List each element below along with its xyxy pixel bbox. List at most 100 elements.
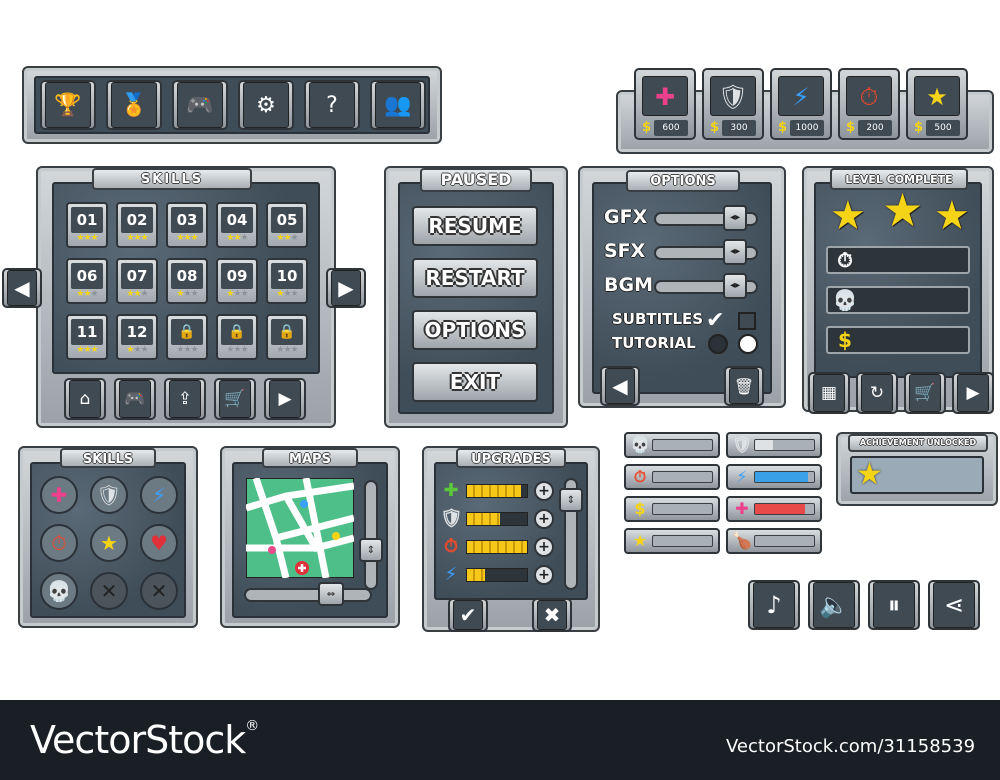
level-locked[interactable]: 🔒★★★ bbox=[166, 314, 208, 360]
option-slider-knob[interactable]: ◂▸ bbox=[723, 205, 748, 231]
level-04[interactable]: 04★★★ bbox=[216, 202, 258, 248]
share-button[interactable]: ⋖ bbox=[928, 580, 980, 630]
level-locked[interactable]: 🔒★★★ bbox=[216, 314, 258, 360]
restart-icon: ↻ bbox=[861, 374, 893, 412]
upgrades-scroll-knob[interactable]: ⇕ bbox=[559, 488, 583, 512]
shop-item-lightning[interactable]: ⚡$1000 bbox=[770, 68, 832, 140]
skill-stopwatch-button[interactable]: ⏱ bbox=[40, 524, 78, 562]
star-icon: ★ bbox=[276, 345, 284, 355]
options-trash-button[interactable]: 🗑 bbox=[724, 366, 764, 406]
star-icon: ★ bbox=[283, 345, 291, 355]
subtitles-checkbox[interactable] bbox=[738, 312, 756, 330]
toolbar-gamepad-button[interactable]: 🎮 bbox=[172, 80, 228, 130]
star-icon: ★ bbox=[240, 289, 249, 299]
level-11[interactable]: 11★★★ bbox=[66, 314, 108, 360]
level-03[interactable]: 03★★★ bbox=[166, 202, 208, 248]
skills-footer-gamepad-button[interactable]: 🎮 bbox=[114, 378, 156, 420]
level-05[interactable]: 05★★★ bbox=[266, 202, 308, 248]
watermark-bar: VectorStock® VectorStock.com/31158539 bbox=[0, 700, 1000, 780]
level-stars: ★★★ bbox=[270, 233, 304, 244]
paused-restart-button[interactable]: RESTART bbox=[412, 258, 538, 298]
level-complete-play-button[interactable]: ▶ bbox=[952, 372, 994, 414]
paused-options-button[interactable]: OPTIONS bbox=[412, 310, 538, 350]
shop-item-stopwatch[interactable]: ⏱$200 bbox=[838, 68, 900, 140]
skill-shield-button[interactable]: 🛡 bbox=[90, 476, 128, 514]
skill-star-button[interactable]: ★ bbox=[90, 524, 128, 562]
upgrade-plus-button[interactable]: + bbox=[534, 481, 554, 501]
toolbar-award-button[interactable]: 🏅 bbox=[106, 80, 162, 130]
star-icon: ★ bbox=[934, 193, 970, 239]
level-complete-restart-button[interactable]: ↻ bbox=[856, 372, 898, 414]
cart-icon: 🛒 bbox=[909, 374, 941, 412]
skill-lightning-button[interactable]: ⚡ bbox=[140, 476, 178, 514]
skills-arrow-left[interactable]: ◀ bbox=[2, 268, 42, 308]
star-icon: ★ bbox=[183, 289, 191, 299]
map-view[interactable] bbox=[246, 478, 354, 578]
star-icon: ★ bbox=[126, 345, 134, 355]
toolbar-trophy-button[interactable]: 🏆 bbox=[40, 80, 96, 130]
upgrades-cancel-button[interactable]: ✖ bbox=[532, 598, 572, 632]
tutorial-radio-off[interactable] bbox=[708, 334, 728, 354]
shop-item-health-plus[interactable]: ✚$600 bbox=[634, 68, 696, 140]
upgrade-plus-button[interactable]: + bbox=[534, 509, 554, 529]
level-12[interactable]: 12★★★ bbox=[116, 314, 158, 360]
health-plus-icon: ✚ bbox=[642, 76, 688, 116]
level-08[interactable]: 08★★★ bbox=[166, 258, 208, 304]
map-roads bbox=[246, 478, 354, 578]
level-06[interactable]: 06★★★ bbox=[66, 258, 108, 304]
option-slider-knob[interactable]: ◂▸ bbox=[723, 239, 748, 265]
level-09[interactable]: 09★★★ bbox=[216, 258, 258, 304]
toolbar-question-button[interactable]: ? bbox=[304, 80, 360, 130]
skills-footer-cart-button[interactable]: 🛒 bbox=[214, 378, 256, 420]
toolbar-gear-button[interactable]: ⚙ bbox=[238, 80, 294, 130]
level-complete-cart-button[interactable]: 🛒 bbox=[904, 372, 946, 414]
star-icon: ★ bbox=[76, 345, 84, 355]
option-label-gfx: GFX bbox=[604, 206, 648, 228]
skills-footer-upload-button[interactable]: ⇪ bbox=[164, 378, 206, 420]
map-horizontal-scrollbar[interactable] bbox=[244, 588, 372, 602]
lightning-icon: ⚡ bbox=[736, 467, 748, 486]
skill-health-plus-button[interactable]: ✚ bbox=[40, 476, 78, 514]
level-02[interactable]: 02★★★ bbox=[116, 202, 158, 248]
options-back-button[interactable]: ◀ bbox=[600, 366, 640, 406]
level-stars: ★★★ bbox=[220, 345, 254, 356]
tutorial-radio-on[interactable] bbox=[738, 334, 758, 354]
level-locked[interactable]: 🔒★★★ bbox=[266, 314, 308, 360]
skill-heart-button[interactable]: ♥ bbox=[140, 524, 178, 562]
map-vertical-scroll-knob[interactable]: ⇕ bbox=[359, 538, 383, 562]
toolbar-users-button[interactable]: 👥 bbox=[370, 80, 426, 130]
music-button[interactable]: ♪ bbox=[748, 580, 800, 630]
skill-skull-button[interactable]: 💀 bbox=[40, 572, 78, 610]
paused-resume-button[interactable]: RESUME bbox=[412, 206, 538, 246]
level-10[interactable]: 10★★★ bbox=[266, 258, 308, 304]
upgrade-plus-button[interactable]: + bbox=[534, 565, 554, 585]
map-horizontal-scroll-knob[interactable]: ⇔ bbox=[318, 582, 344, 606]
shop-item-star[interactable]: ★$500 bbox=[906, 68, 968, 140]
level-07[interactable]: 07★★★ bbox=[116, 258, 158, 304]
map-vertical-scrollbar[interactable] bbox=[364, 480, 378, 590]
level-complete-grid-button[interactable]: ▦ bbox=[808, 372, 850, 414]
paused-exit-button[interactable]: EXIT bbox=[412, 362, 538, 402]
skill-close-button[interactable]: ✕ bbox=[90, 572, 128, 610]
gamepad-icon: 🎮 bbox=[177, 82, 223, 128]
subtitles-check-icon[interactable]: ✔ bbox=[706, 308, 725, 333]
skills-footer-home-button[interactable]: ⌂ bbox=[64, 378, 106, 420]
dollar-icon: $ bbox=[846, 120, 856, 135]
star-icon: ★ bbox=[240, 345, 249, 355]
upgrades-title: UPGRADES bbox=[456, 448, 566, 468]
map-pin-icon bbox=[268, 546, 276, 554]
star-icon: ★ bbox=[283, 233, 291, 243]
skills-arrow-right[interactable]: ▶ bbox=[326, 268, 366, 308]
pause-button[interactable]: ⏸ bbox=[868, 580, 920, 630]
shop-item-shield[interactable]: 🛡$300 bbox=[702, 68, 764, 140]
stopwatch-icon: ⏱ bbox=[633, 467, 647, 486]
skill-close-button[interactable]: ✕ bbox=[140, 572, 178, 610]
option-slider-knob[interactable]: ◂▸ bbox=[723, 273, 748, 299]
level-01[interactable]: 01★★★ bbox=[66, 202, 108, 248]
maps-title: MAPS bbox=[262, 448, 358, 468]
skills-footer-play-button[interactable]: ▶ bbox=[264, 378, 306, 420]
star-icon: ★ bbox=[632, 531, 648, 550]
upgrades-confirm-button[interactable]: ✔ bbox=[448, 598, 488, 632]
upgrade-plus-button[interactable]: + bbox=[534, 537, 554, 557]
sound-button[interactable]: 🔈 bbox=[808, 580, 860, 630]
